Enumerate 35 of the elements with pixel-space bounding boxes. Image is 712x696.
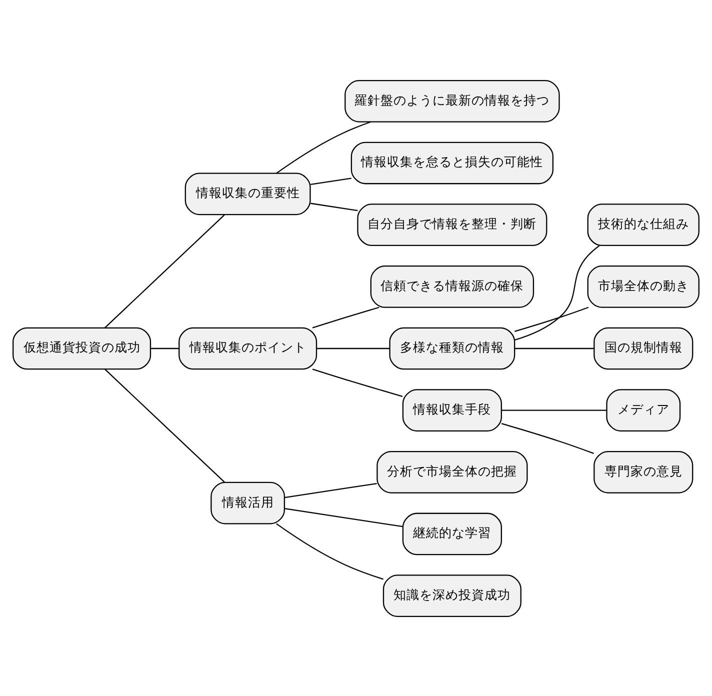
connector bbox=[310, 202, 358, 211]
node-box: 技術的な仕組み bbox=[587, 203, 700, 246]
node-box: 国の規制情報 bbox=[594, 326, 694, 370]
node-box: 分析で市場全体の把握 bbox=[376, 450, 528, 493]
connector bbox=[514, 306, 589, 332]
connector bbox=[104, 368, 225, 482]
node-box: 仮想通貨投資の成功 bbox=[12, 326, 152, 370]
connector bbox=[316, 347, 390, 349]
node-box: 信頼できる情報源の確保 bbox=[370, 265, 534, 308]
connector bbox=[276, 522, 384, 580]
connector bbox=[150, 347, 179, 349]
node-box: 市場全体の動き bbox=[587, 265, 700, 308]
node-box: 自分自身で情報を整理・判断 bbox=[357, 203, 548, 246]
connector bbox=[312, 368, 403, 396]
connector bbox=[501, 422, 594, 454]
node-box: 情報収集を怠ると損失の可能性 bbox=[350, 141, 554, 184]
connector bbox=[501, 409, 607, 410]
node-box: 多様な種類の情報 bbox=[389, 326, 516, 370]
node-box: 情報活用 bbox=[210, 481, 286, 524]
connector bbox=[284, 507, 403, 527]
node-box: 情報収集手段 bbox=[402, 388, 502, 431]
connector bbox=[312, 306, 380, 328]
node-box: 専門家の意見 bbox=[594, 450, 694, 493]
node-box: 継続的な学習 bbox=[402, 512, 502, 555]
connector bbox=[284, 482, 377, 498]
connector bbox=[104, 214, 225, 328]
connector bbox=[276, 120, 372, 174]
connector bbox=[310, 177, 352, 185]
connector bbox=[514, 244, 600, 340]
node-box: 情報収集のポイント bbox=[178, 326, 318, 370]
connector bbox=[514, 347, 594, 349]
node-box: メディア bbox=[606, 388, 681, 431]
node-box: 羅針盤のように最新の情報を持つ bbox=[344, 80, 560, 122]
node-box: 知識を深め投資成功 bbox=[382, 574, 522, 616]
node-box: 情報収集の重要性 bbox=[184, 172, 311, 215]
